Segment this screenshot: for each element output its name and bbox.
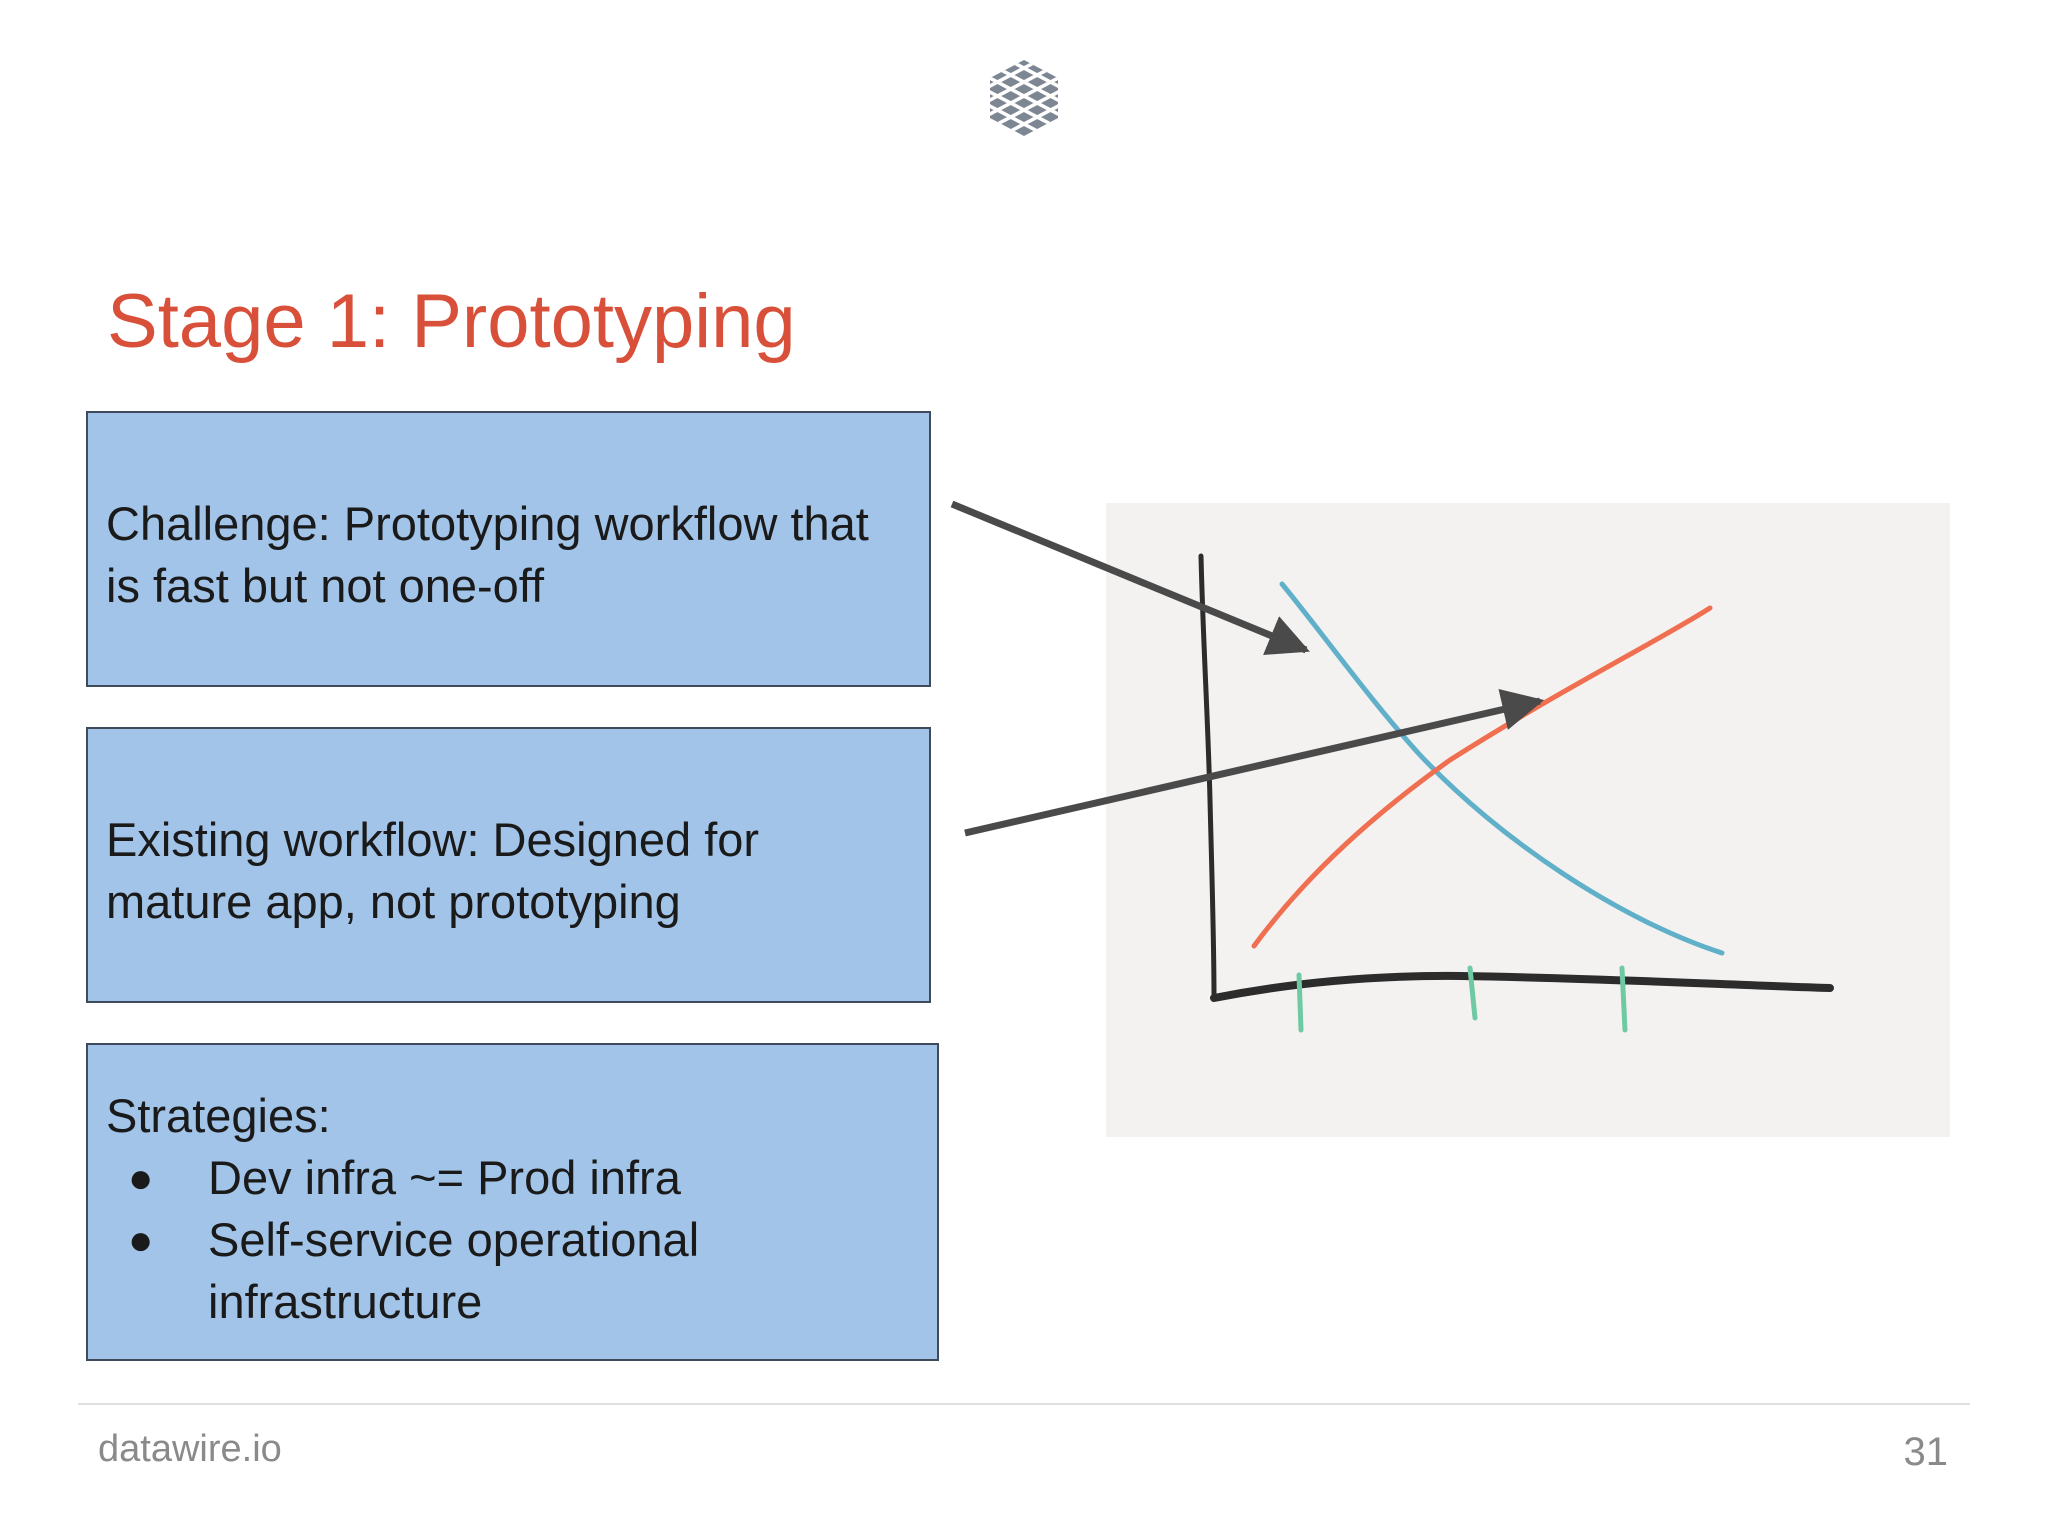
sketch-graph-panel (1106, 503, 1950, 1137)
bullet-icon: ● (128, 1216, 154, 1263)
footer-brand: datawire.io (98, 1428, 282, 1470)
strategies-heading: Strategies: (106, 1089, 331, 1142)
challenge-text-line-2: is fast but not one-off (106, 559, 545, 612)
existing-text-line-2: mature app, not prototyping (106, 875, 681, 928)
lattice-logo-icon (990, 60, 1058, 136)
strategies-box: Strategies: ● Dev infra ~= Prod infra ● … (86, 1043, 939, 1361)
list-item-continuation: infrastructure (106, 1271, 919, 1333)
slide-title: Stage 1: Prototyping (107, 279, 796, 364)
footer-divider (78, 1403, 1970, 1405)
existing-text-line-1: Existing workflow: Designed for (106, 813, 760, 866)
bullet-icon: ● (128, 1154, 154, 1201)
strategies-list: ● Dev infra ~= Prod infra ● Self-service… (106, 1147, 919, 1333)
list-item: ● Dev infra ~= Prod infra (106, 1147, 919, 1209)
challenge-text-line-1: Challenge: Prototyping workflow that (106, 497, 869, 550)
list-item: ● Self-service operational (106, 1209, 919, 1271)
strategy-item-1: Dev infra ~= Prod infra (208, 1151, 681, 1204)
existing-workflow-box: Existing workflow: Designed for mature a… (86, 727, 931, 1003)
strategy-item-2-continuation: infrastructure (208, 1275, 483, 1328)
strategy-item-2: Self-service operational (208, 1213, 700, 1266)
page-number: 31 (1903, 1430, 1949, 1474)
challenge-box: Challenge: Prototyping workflow that is … (86, 411, 931, 687)
